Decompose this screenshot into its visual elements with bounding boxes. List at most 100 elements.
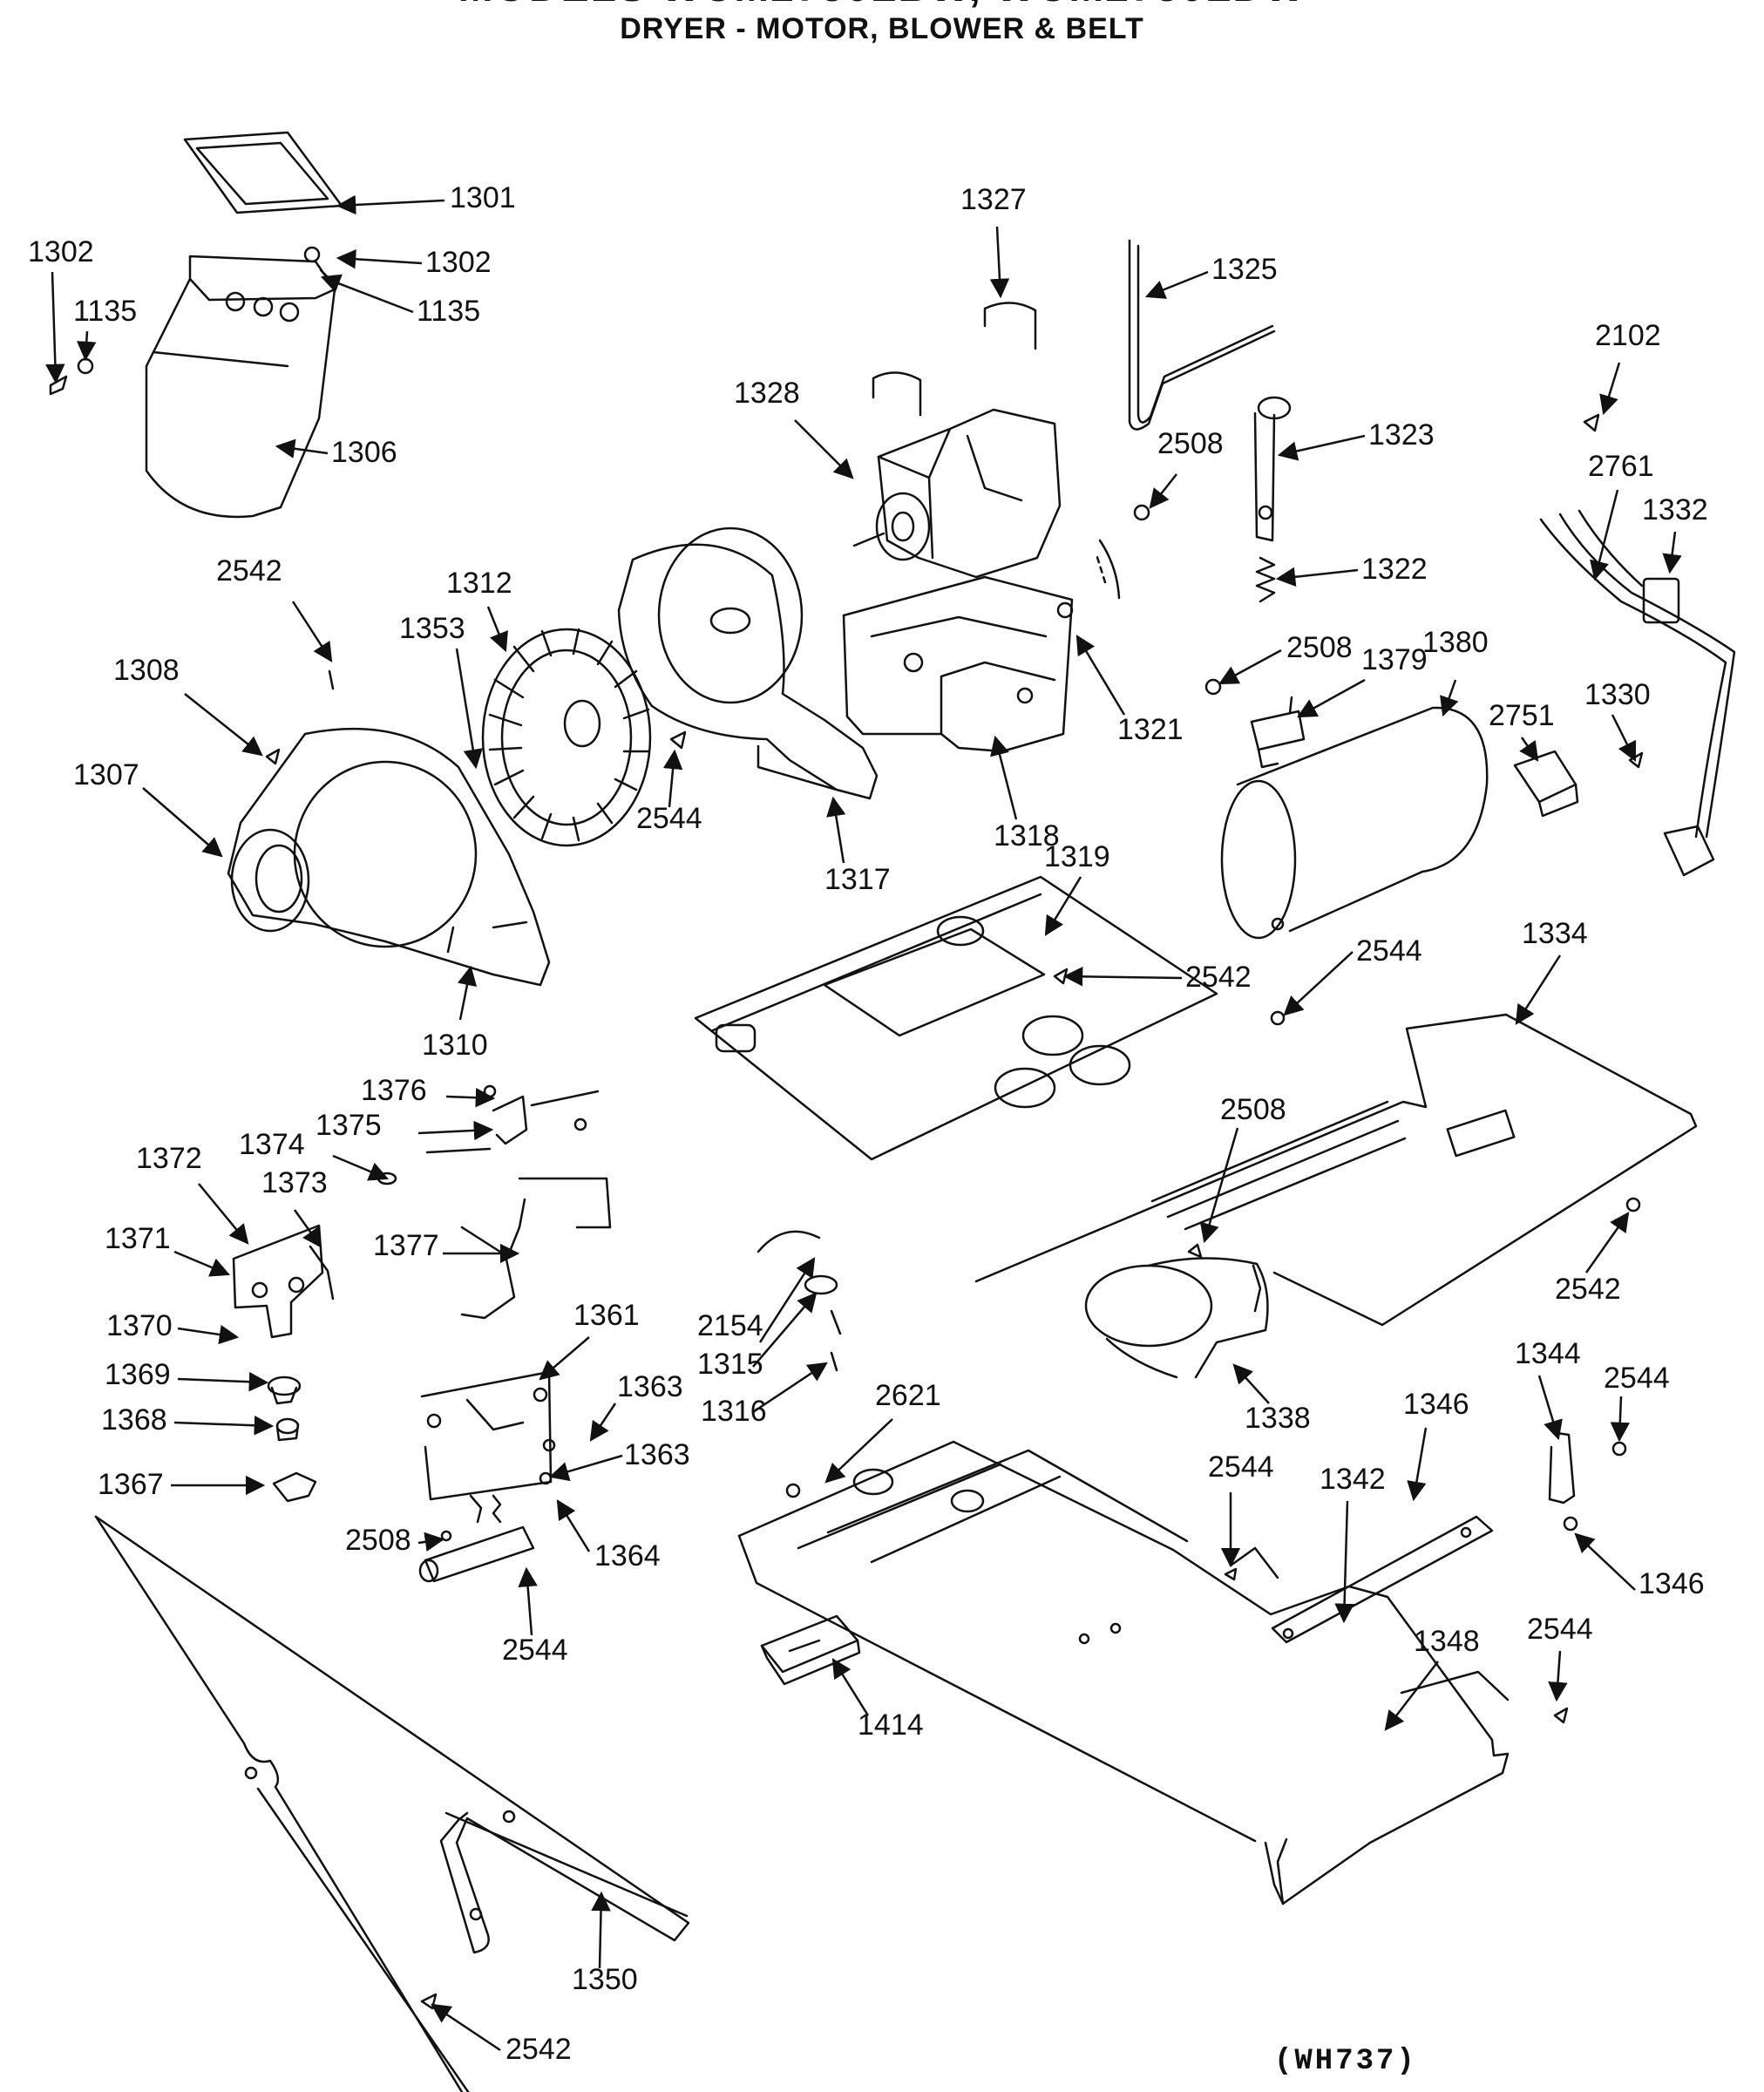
callout-label-1312: 1312	[446, 567, 512, 600]
callout-leader-1338	[1232, 1363, 1270, 1404]
callout-leader-1348	[1384, 1661, 1439, 1731]
callout-label-1308: 1308	[113, 654, 180, 687]
part-tube-1364	[418, 1494, 535, 1583]
part-front-panel-1350	[94, 1515, 690, 2092]
callout-label-2544: 2544	[1527, 1613, 1593, 1646]
callout-label-1135: 1135	[73, 295, 137, 328]
callout-leader-2102	[1599, 362, 1621, 416]
callout-leader-2508	[417, 1532, 445, 1552]
callout-label-2542: 2542	[1555, 1273, 1621, 1306]
callout-label-1414: 1414	[858, 1708, 924, 1742]
callout-leader-1330	[1611, 714, 1637, 763]
callout-label-1377: 1377	[373, 1229, 439, 1262]
callout-leader-1344	[1537, 1375, 1563, 1441]
callout-label-1315: 1315	[697, 1348, 763, 1381]
callout-label-2544: 2544	[1604, 1362, 1670, 1395]
part-top-duct-1306	[145, 255, 336, 519]
callout-label-2102: 2102	[1595, 319, 1661, 352]
callout-leader-2542	[431, 2003, 501, 2052]
callout-label-2621: 2621	[875, 1379, 941, 1412]
callout-label-1307: 1307	[73, 758, 139, 791]
callout-label-1318: 1318	[994, 819, 1060, 852]
callout-leader-2761	[1590, 489, 1619, 581]
part-gasket-1301	[183, 131, 343, 214]
callout-label-1330: 1330	[1584, 678, 1651, 711]
callout-leader-1370	[177, 1324, 240, 1345]
callout-leader-1346	[1407, 1427, 1428, 1502]
callout-label-1338: 1338	[1245, 1402, 1311, 1435]
part-bracket-1361	[420, 1370, 553, 1501]
part-harness-2761	[1539, 509, 1736, 877]
part-fasteners-motor	[1056, 504, 1222, 696]
callout-leader-2154	[758, 1257, 816, 1343]
callout-label-2508: 2508	[1286, 631, 1353, 664]
callout-leader-1363	[589, 1403, 617, 1442]
callout-label-1317: 1317	[824, 863, 891, 896]
callout-leader-1327	[989, 226, 1010, 299]
part-valve-parts	[267, 1375, 317, 1503]
callout-leader-1318	[990, 735, 1018, 820]
callout-leader-1363	[548, 1454, 623, 1482]
callout-label-1301: 1301	[450, 181, 516, 214]
callout-leader-1307	[142, 787, 223, 858]
part-clips-1327	[872, 302, 1037, 417]
part-blower-wheel-1312	[481, 628, 652, 847]
models-title: MODELS WCM2750LBW, WCM2750LDW	[0, 0, 1764, 11]
callout-label-1346: 1346	[1638, 1567, 1705, 1600]
callout-label-1372: 1372	[136, 1142, 202, 1175]
callout-leader-2508	[1149, 473, 1177, 509]
callout-leader-2751	[1519, 737, 1539, 762]
part-base-frame-1348	[737, 1440, 1510, 1905]
callout-label-1332: 1332	[1642, 493, 1708, 526]
callout-leader-1369	[177, 1371, 269, 1392]
callout-label-2542: 2542	[505, 2033, 572, 2066]
callout-label-1370: 1370	[106, 1309, 173, 1342]
part-blower-housing-1307	[227, 727, 551, 987]
callout-leader-1312	[486, 606, 508, 653]
callout-leader-1308	[184, 693, 263, 757]
callout-label-1380: 1380	[1422, 626, 1489, 659]
callout-leader-1135	[320, 274, 414, 314]
callout-leader-1376	[445, 1088, 496, 1108]
part-terminal-2751	[1513, 750, 1579, 818]
callout-label-1344: 1344	[1515, 1337, 1581, 1370]
part-motor-1328	[852, 408, 1062, 579]
diagram-subtitle: DRYER - MOTOR, BLOWER & BELT	[620, 12, 1144, 45]
callout-label-1379: 1379	[1361, 643, 1428, 676]
callout-label-1367: 1367	[98, 1468, 164, 1501]
callout-leader-2544	[1610, 1396, 1631, 1443]
callout-leader-1321	[1075, 635, 1126, 716]
callout-leader-1310	[457, 965, 478, 1021]
callout-label-2761: 2761	[1588, 450, 1654, 483]
callout-leader-1368	[173, 1416, 275, 1436]
callout-leader-1361	[539, 1336, 590, 1381]
callout-label-2544: 2544	[502, 1634, 568, 1667]
callout-label-1327: 1327	[960, 183, 1027, 216]
part-base-panel-1319	[694, 875, 1218, 1161]
callout-label-1371: 1371	[105, 1222, 171, 1255]
part-rail-1342	[1271, 1515, 1494, 1644]
callout-label-1375: 1375	[315, 1109, 382, 1142]
callout-leader-2544	[1548, 1650, 1568, 1702]
callout-label-1325: 1325	[1211, 253, 1278, 286]
callout-leader-2542	[1584, 1212, 1630, 1274]
callout-leader-1317	[826, 796, 846, 864]
callout-leader-1346	[1574, 1532, 1636, 1591]
callout-label-1328: 1328	[734, 377, 800, 410]
callout-label-2542: 2542	[216, 554, 282, 588]
callout-label-1369: 1369	[105, 1358, 171, 1391]
callout-label-2544: 2544	[636, 802, 702, 835]
callout-label-1334: 1334	[1522, 917, 1588, 950]
callout-leader-1135	[77, 330, 97, 362]
callout-label-2508: 2508	[1157, 427, 1224, 460]
callout-label-1350: 1350	[572, 1963, 638, 1996]
part-idler-arm-1323	[1095, 396, 1292, 603]
part-belt-1325	[1128, 239, 1276, 431]
callout-label-1316: 1316	[701, 1395, 767, 1428]
callout-label-1348: 1348	[1414, 1625, 1480, 1658]
callout-leader-1380	[1440, 679, 1459, 717]
callout-label-1319: 1319	[1044, 840, 1110, 873]
callout-label-1363: 1363	[617, 1370, 683, 1403]
part-exhaust-duct-1338	[1084, 1257, 1269, 1379]
